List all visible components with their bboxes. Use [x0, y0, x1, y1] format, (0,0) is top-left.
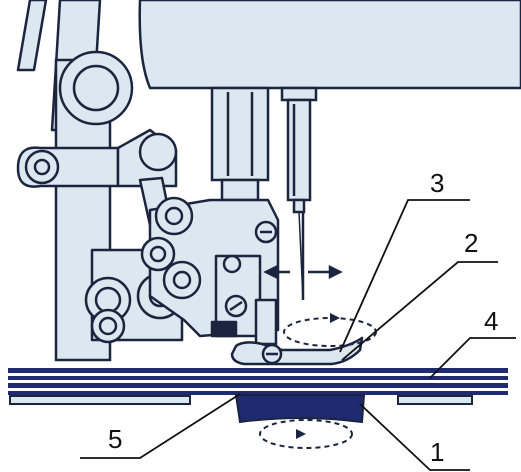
needle: [298, 211, 305, 301]
needle-plate: [9, 395, 473, 405]
needle-clamp: [280, 86, 318, 214]
leader-line-3: [339, 199, 470, 353]
callout-2: 2: [464, 228, 478, 258]
take-up-lever-wheel: [54, 50, 134, 362]
motion-ellipse-upper-arrow: [330, 313, 340, 323]
fabric-layers: [8, 368, 508, 395]
needle-bar-housing: [210, 86, 270, 202]
leader-line-1: [359, 403, 470, 471]
linkage-arm-middle: [140, 196, 280, 338]
motion-ellipse-lower: [259, 419, 353, 449]
leader-lines: [80, 199, 516, 471]
motion-ellipse-lower-arrow: [296, 429, 306, 439]
feed-dog: [234, 394, 366, 424]
callout-3: 3: [430, 168, 444, 198]
callout-4: 4: [484, 306, 498, 336]
presser-foot-holder: [210, 254, 278, 346]
leader-line-5: [80, 393, 241, 459]
leader-line-2: [341, 261, 498, 361]
fabric-highlight: [8, 374, 508, 390]
feed-direction-arrows: [263, 264, 343, 280]
callout-1: 1: [430, 437, 444, 467]
leader-line-4: [429, 337, 516, 379]
callout-5: 5: [108, 424, 122, 454]
